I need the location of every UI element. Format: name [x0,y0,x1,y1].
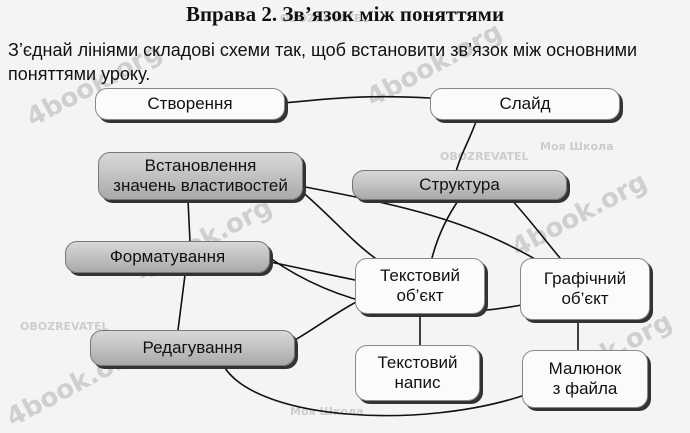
node-label: Редагування [142,338,243,357]
watermark-brand: Моя Школа [540,140,614,153]
node-vstanovlennia: Встановлення значень властивостей [98,152,303,200]
node-label: напис [394,373,441,392]
node-slaid: Слайд [430,88,620,120]
node-tekstovyi-obiekt: Текстовий об’єкт [355,258,485,314]
node-formatuvannia: Форматування [65,241,270,273]
node-label: Встановлення [144,156,257,175]
node-label: Структура [419,175,500,194]
node-label: об’єкт [561,289,609,308]
node-label: Графічний [543,269,627,288]
node-grafichnyi-obiekt: Графічний об’єкт [520,258,650,320]
node-label: Створення [147,94,233,113]
node-redaguvannia: Редагування [90,330,295,366]
node-label: Форматування [109,247,226,266]
node-tekstovyi-napys: Текстовий напис [355,345,480,401]
line-redaguvannia-tekstovyi [294,299,361,341]
node-label: Слайд [499,94,551,113]
line-struktura-grafichnyi [509,197,561,259]
line-slaid-struktura [455,115,479,173]
node-label: об’єкт [396,286,444,305]
watermark-brand: OBOZREVATEL [280,12,369,25]
node-label: значень властивостей [113,176,288,195]
line-vstanovlennia-formatuvannia [187,199,191,243]
line-vstanovlennia-tekstovyi [299,189,376,259]
line-struktura-tekstovyi [431,197,461,259]
node-label: з файла [552,379,618,398]
node-stvorennia: Створення [95,88,285,120]
node-label: Текстовий [379,266,461,285]
line-stvorennia-slaid [281,95,431,104]
node-maliunok: Малюнок з файла [522,350,648,408]
instruction-text: З’єднай лініями складові схеми так, щоб … [8,40,638,84]
node-label: Текстовий [377,353,458,372]
watermark-brand: OBOZREVATEL [20,320,109,333]
page-title: Вправа 2. Зв’язок між поняттями [185,2,505,26]
line-formatuvannia-tekstovyi [269,261,356,281]
node-struktura: Структура [352,170,567,200]
line-vstanovlennia-grafichnyi [299,185,541,263]
line-redaguvannia-maliunok [224,367,526,417]
node-label: Малюнок [548,359,622,378]
line-formatuvannia-redaguvannia [177,274,186,331]
